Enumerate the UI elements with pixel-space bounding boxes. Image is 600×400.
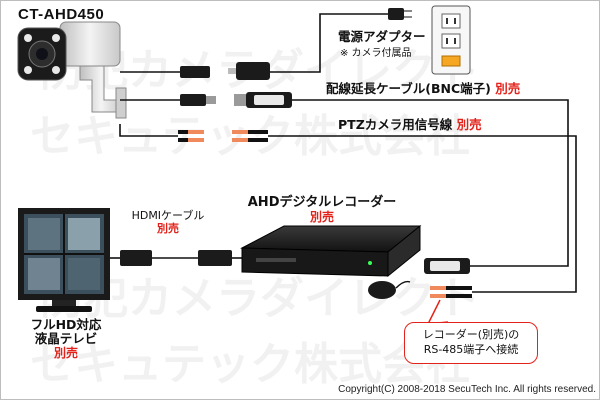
tv-label: フルHD対応 液晶テレビ 別売 <box>18 317 114 361</box>
bnc-cable-name: 配線延長ケーブル(BNC端子) <box>326 81 491 96</box>
lcd-tv <box>18 208 110 312</box>
copyright-notice: Copyright(C) 2008-2018 SecuTech Inc. All… <box>338 384 596 395</box>
power-adapter-note: ※ カメラ付属品 <box>340 48 412 59</box>
recorder-label: AHDデジタルレコーダー 別売 <box>232 195 412 225</box>
ptz-wire-ends-extension <box>232 130 268 142</box>
hdmi-cable-name: HDMIケーブル <box>131 209 205 222</box>
hdmi-connector-tv <box>120 250 152 266</box>
hdmi-connector-recorder <box>198 250 232 266</box>
bnc-cable-sold-separately: 別売 <box>495 81 521 96</box>
bnc-cable-label: 配線延長ケーブル(BNC端子) 別売 <box>326 81 521 96</box>
ptz-camera <box>17 21 127 119</box>
hdmi-cable-sold-separately: 別売 <box>157 221 179 235</box>
adapter-plug <box>388 8 412 20</box>
bnc-connector-recorder <box>424 258 470 274</box>
callout-line1: レコーダー(別売)の <box>422 328 520 342</box>
tv-label-line1: フルHD対応 <box>30 317 102 332</box>
recorder-sold-separately: 別売 <box>309 209 334 224</box>
ptz-cable-name: PTZカメラ用信号線 <box>338 117 453 132</box>
wall-outlet <box>431 5 471 75</box>
callout-line2: RS-485端子へ接続 <box>423 343 519 356</box>
recorder-name: AHDデジタルレコーダー <box>247 195 397 210</box>
digital-recorder <box>240 224 422 278</box>
ptz-cable-label: PTZカメラ用信号線 別売 <box>338 117 482 132</box>
model-name: CT-AHD450 <box>18 6 105 23</box>
tv-label-line2: 液晶テレビ <box>34 331 98 347</box>
recorder-mouse <box>368 280 411 299</box>
power-adapter-label: 電源アダプター <box>338 29 426 44</box>
ptz-cable-sold-separately: 別売 <box>456 117 482 132</box>
hdmi-cable-label: HDMIケーブル 別売 <box>130 209 206 235</box>
bnc-connector-extension <box>234 92 292 108</box>
ptz-wire-camera <box>119 124 178 137</box>
power-jack <box>180 66 210 78</box>
ptz-extension-wire <box>268 135 577 293</box>
ptz-wire-ends-recorder <box>430 286 472 298</box>
bnc-connector-camera <box>180 94 216 106</box>
power-adapter <box>228 62 270 80</box>
callout-pointer <box>426 299 449 325</box>
tv-sold-separately: 別売 <box>53 345 78 360</box>
ptz-wire-ends-camera <box>178 130 204 142</box>
rs485-callout: レコーダー(別売)の RS-485端子へ接続 <box>404 322 538 364</box>
power-wire-adapter <box>270 13 388 73</box>
bnc-extension-wire <box>292 99 569 267</box>
